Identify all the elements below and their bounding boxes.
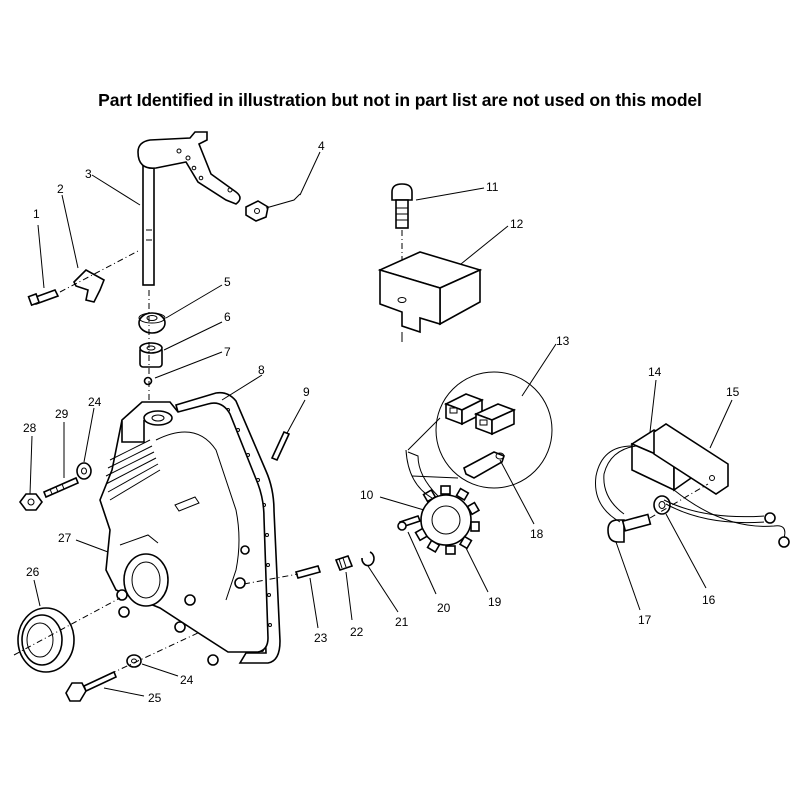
callout-4: 4: [318, 139, 325, 153]
callout-19: 19: [488, 595, 502, 609]
wire-harness: [595, 445, 790, 548]
callout-10: 10: [360, 488, 374, 502]
part-17-ground-bolt[interactable]: [607, 483, 709, 611]
callout-9: 9: [303, 385, 310, 399]
part-2-bracket[interactable]: [59, 194, 141, 303]
part-3-shaft-arm[interactable]: [91, 131, 241, 286]
part-6-bearing[interactable]: [139, 321, 223, 368]
connector-detail-circle: [407, 343, 557, 489]
callout-13: 13: [556, 334, 570, 348]
part-21-retaining-ring[interactable]: [361, 551, 399, 613]
part-18-terminal[interactable]: [463, 451, 535, 525]
part-24-washer-upper[interactable]: [76, 407, 95, 480]
callout-25: 25: [148, 691, 162, 705]
part-19-stator[interactable]: [405, 449, 489, 593]
callout-22: 22: [350, 625, 364, 639]
callout-2: 2: [57, 182, 64, 196]
callout-11: 11: [486, 180, 499, 194]
callout-5: 5: [224, 275, 231, 289]
part-13-connector[interactable]: [444, 393, 517, 436]
part-16-washer[interactable]: [653, 495, 707, 589]
page-title: Part Identified in illustration but not …: [98, 90, 702, 110]
callout-23: 23: [314, 631, 328, 645]
part-25-bolt[interactable]: [65, 631, 201, 702]
part-20-screw[interactable]: [397, 515, 437, 595]
callout-14: 14: [648, 365, 662, 379]
part-22-spring[interactable]: [334, 555, 354, 621]
callout-24-lower: 24: [180, 673, 194, 687]
callout-24-upper: 24: [88, 395, 102, 409]
part-24-washer-lower[interactable]: [126, 654, 179, 677]
callout-21: 21: [395, 615, 409, 629]
callout-12: 12: [510, 217, 524, 231]
part-7-ball[interactable]: [143, 290, 223, 410]
callout-16: 16: [702, 593, 716, 607]
part-26-oil-seal[interactable]: [13, 579, 121, 673]
part-5-bushing[interactable]: [138, 284, 223, 334]
part-10-screw[interactable]: [379, 496, 425, 511]
callout-26: 26: [26, 565, 40, 579]
callout-1: 1: [33, 207, 40, 221]
part-1-bolt[interactable]: [27, 224, 60, 307]
callout-28: 28: [23, 421, 37, 435]
part-28-nut[interactable]: [19, 435, 43, 511]
callout-29: 29: [55, 407, 69, 421]
part-15-plate[interactable]: [653, 399, 733, 495]
callout-17: 17: [638, 613, 652, 627]
part-9-dowel-pin[interactable]: [270, 399, 306, 462]
part-11-bolt[interactable]: [391, 183, 485, 300]
engine-cover-housing[interactable]: [99, 391, 281, 666]
callout-8: 8: [258, 363, 265, 377]
part-4-linkage[interactable]: [245, 151, 321, 222]
callout-27: 27: [58, 531, 72, 545]
callout-labels: 1 2 3 4 5 6 7 8 9 10 11 12 13 14 15 16 1…: [23, 139, 740, 705]
callout-6: 6: [224, 310, 231, 324]
part-23-pin[interactable]: [243, 565, 322, 629]
part-29-stud[interactable]: [42, 422, 80, 499]
callout-7: 7: [224, 345, 231, 359]
callout-15: 15: [726, 385, 740, 399]
callout-3: 3: [85, 167, 92, 181]
part-12-module[interactable]: [377, 225, 509, 342]
callout-18: 18: [530, 527, 544, 541]
callout-20: 20: [437, 601, 451, 615]
